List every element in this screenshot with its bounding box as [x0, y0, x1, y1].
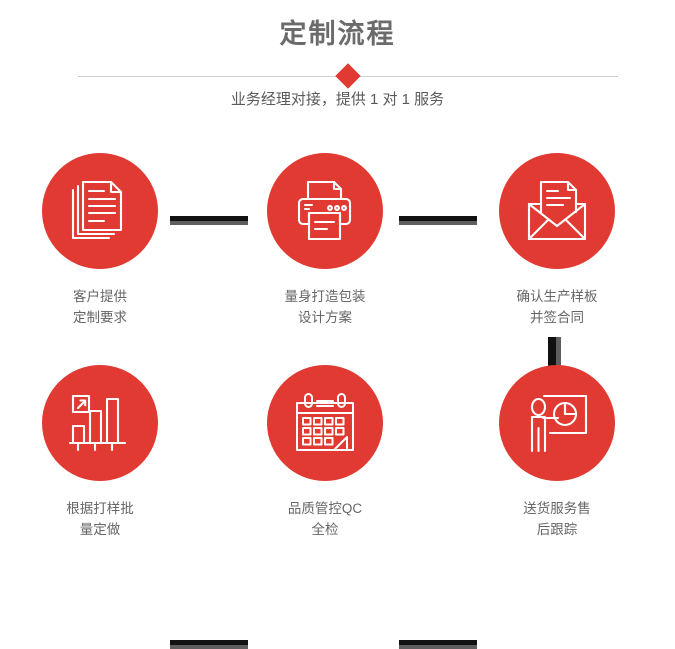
calendar-icon — [296, 393, 354, 451]
process-step-5-label-line1: 品质管控QC — [287, 501, 363, 516]
process-step-6-circle — [499, 365, 615, 481]
process-step-4[interactable]: 根据打样批 量定做 — [15, 365, 185, 555]
title-divider — [78, 63, 618, 90]
connector-shadow — [399, 645, 477, 649]
process-step-3-circle — [499, 153, 615, 269]
process-step-2-label-line2: 设计方案 — [298, 310, 352, 325]
printer-icon — [297, 180, 352, 241]
process-row-2: 根据打样批 量定做 — [0, 365, 675, 649]
connector-shadow — [170, 645, 248, 649]
process-step-1[interactable]: 客户提供 定制要求 — [15, 153, 185, 343]
connector-bar — [399, 216, 477, 221]
process-step-6-label-line1: 送货服务售 — [523, 501, 591, 516]
process-step-1-label-line1: 客户提供 — [73, 289, 127, 304]
process-step-5[interactable]: 品质管控QC 全检 — [240, 365, 410, 555]
process-flow: 客户提供 定制要求 — [0, 145, 675, 649]
process-step-2[interactable]: 量身打造包装 设计方案 — [240, 153, 410, 343]
process-step-3-label: 确认生产样板 并签合同 — [472, 286, 642, 328]
presenter-pie-chart-icon — [530, 394, 588, 453]
documents-stack-icon — [71, 180, 123, 240]
process-step-4-label: 根据打样批 量定做 — [15, 498, 185, 540]
connector-row2-step2-step3 — [399, 640, 477, 649]
connector-row1-step2-step3 — [399, 216, 477, 225]
process-step-4-circle — [42, 365, 158, 481]
process-step-4-label-line1: 根据打样批 — [66, 501, 134, 516]
process-step-5-label: 品质管控QC 全检 — [240, 498, 410, 540]
connector-bar — [170, 216, 248, 221]
process-step-3-label-line2: 并签合同 — [530, 310, 584, 325]
process-step-5-circle — [267, 365, 383, 481]
process-step-5-label-line2: 全检 — [311, 522, 339, 537]
process-step-2-circle — [267, 153, 383, 269]
connector-bar — [548, 337, 556, 373]
connector-shadow — [556, 337, 561, 373]
process-step-6[interactable]: 送货服务售 后跟踪 — [472, 365, 642, 555]
diamond-marker-icon — [335, 63, 361, 89]
connector-row1-step3-row2-step3 — [548, 337, 561, 373]
process-row-1: 客户提供 定制要求 — [0, 153, 675, 343]
process-step-6-label: 送货服务售 后跟踪 — [472, 498, 642, 540]
envelope-document-icon — [527, 180, 587, 241]
process-step-1-circle — [42, 153, 158, 269]
process-step-2-label: 量身打造包装 设计方案 — [240, 286, 410, 328]
bar-chart-growth-icon — [68, 394, 127, 452]
process-step-4-label-line2: 量定做 — [79, 522, 121, 537]
connector-shadow — [399, 221, 477, 225]
process-step-6-label-line2: 后跟踪 — [536, 522, 578, 537]
connector-row1-step1-step2 — [170, 216, 248, 225]
process-step-2-label-line1: 量身打造包装 — [284, 289, 366, 304]
process-step-3[interactable]: 确认生产样板 并签合同 — [472, 153, 642, 343]
header: 定制流程 业务经理对接，提供 1 对 1 服务 — [0, 0, 675, 130]
process-step-1-label-line2: 定制要求 — [73, 310, 127, 325]
page-title: 定制流程 — [279, 19, 396, 49]
page-subtitle: 业务经理对接，提供 1 对 1 服务 — [230, 91, 445, 108]
connector-row2-step1-step2 — [170, 640, 248, 649]
process-step-1-label: 客户提供 定制要求 — [15, 286, 185, 328]
process-step-3-label-line1: 确认生产样板 — [516, 289, 598, 304]
connector-shadow — [170, 221, 248, 225]
